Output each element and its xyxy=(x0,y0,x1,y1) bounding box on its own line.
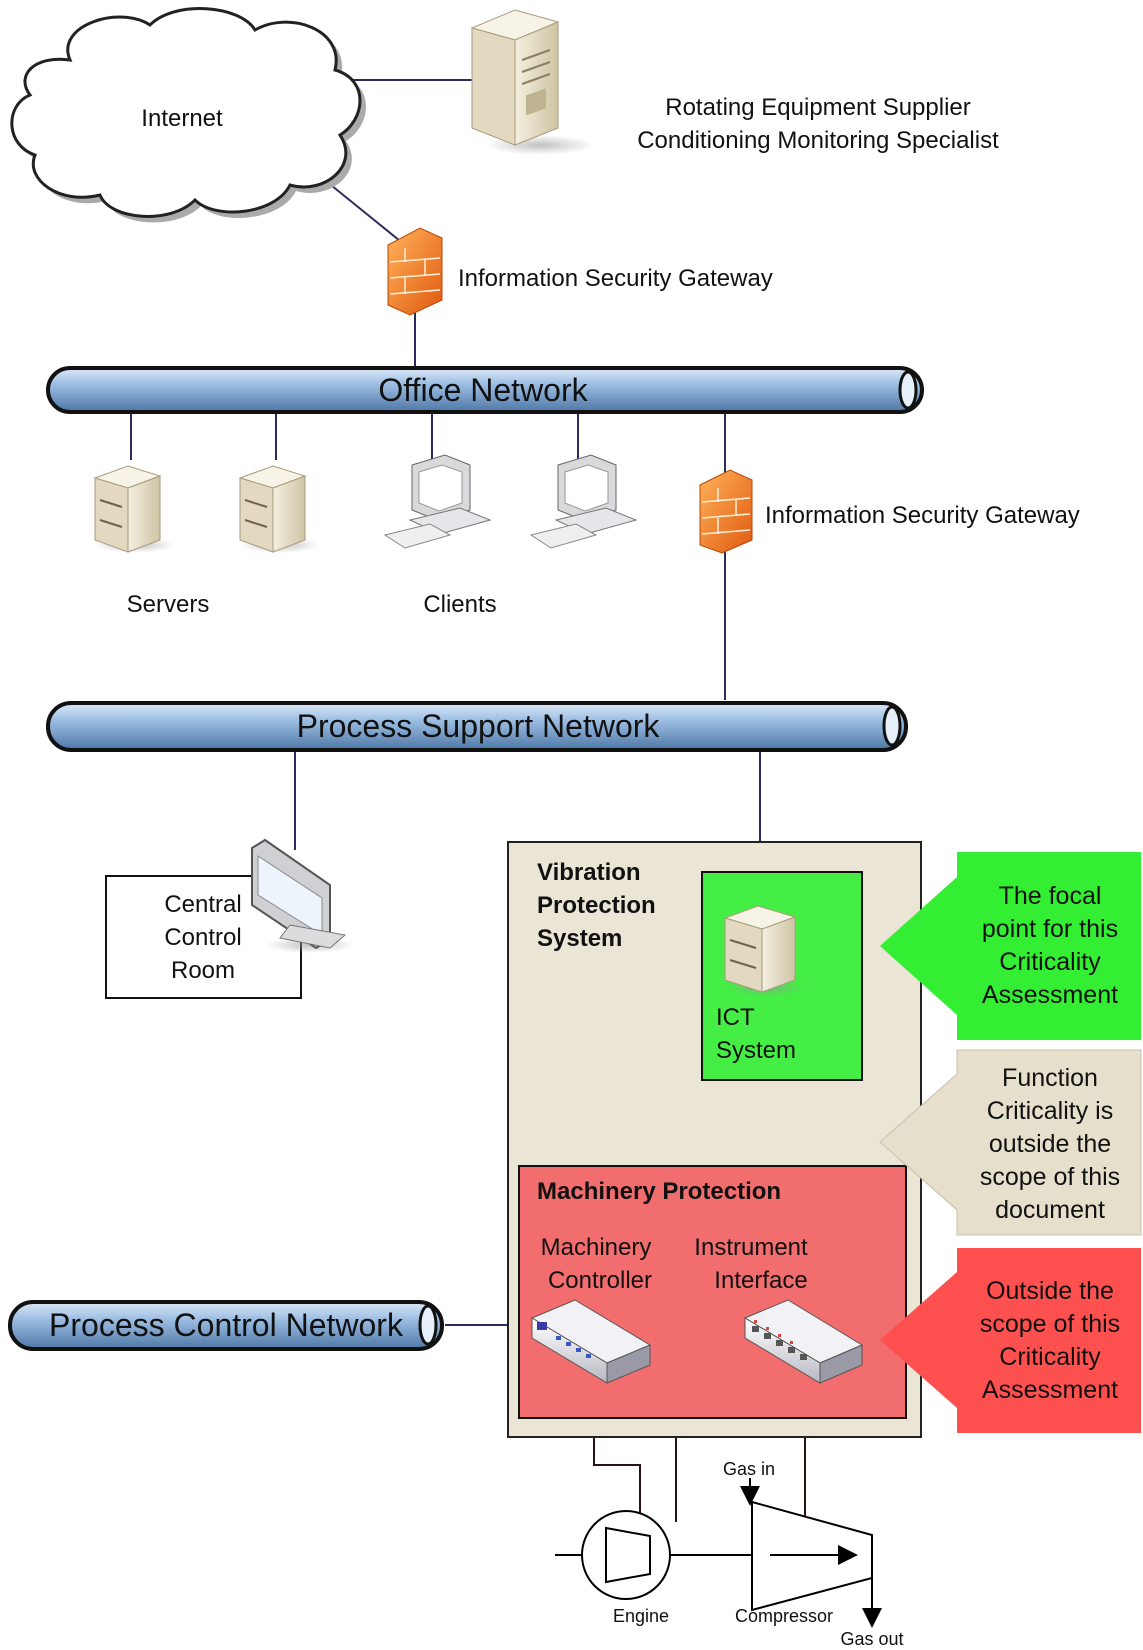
engine-label: Engine xyxy=(613,1606,669,1626)
callout-function-line3: outside the xyxy=(989,1130,1111,1158)
callout-function-line2: Criticality is xyxy=(987,1097,1113,1125)
client-computer-icon xyxy=(383,454,492,549)
callout-function-line4: scope of this xyxy=(980,1163,1120,1191)
instrument-interface-device-icon xyxy=(743,1299,864,1384)
firewall-icon xyxy=(387,227,443,316)
callout-function-line5: document xyxy=(995,1196,1105,1224)
engine-symbol xyxy=(555,1510,752,1600)
callout-function: Function Criticality is outside the scop… xyxy=(879,1049,1142,1236)
ict-label-line2: System xyxy=(716,1037,796,1064)
vps-title-line1: Vibration xyxy=(537,859,641,886)
callout-focal-line3: Criticality xyxy=(999,948,1101,976)
vps-title-line2: Protection xyxy=(537,892,656,919)
supplier-server-icon xyxy=(470,9,595,155)
callout-outside: Outside the scope of this Criticality As… xyxy=(880,1248,1141,1433)
office-network-label: Office Network xyxy=(378,372,588,408)
gas-in-label: Gas in xyxy=(723,1459,775,1479)
vps-title-line3: System xyxy=(537,925,622,952)
server-icon xyxy=(93,465,175,553)
callout-focal-line4: Assessment xyxy=(982,981,1118,1009)
process-control-network-label: Process Control Network xyxy=(49,1307,404,1343)
server-icon xyxy=(238,465,320,553)
callout-focal-line1: The focal xyxy=(999,882,1102,910)
interface-label-line1: Instrument xyxy=(694,1234,808,1261)
internet-label: Internet xyxy=(141,105,223,132)
gateway-mid-label: Information Security Gateway xyxy=(765,502,1080,529)
controller-label-line1: Machinery xyxy=(541,1234,652,1261)
client-computer-icon xyxy=(529,454,638,549)
machinery-protection-box: Machinery Protection Machinery Controlle… xyxy=(518,1165,907,1419)
monitor-icon xyxy=(251,838,355,953)
process-support-network-pipe: Process Support Network xyxy=(46,701,908,752)
callout-outside-line3: Criticality xyxy=(999,1343,1101,1371)
gateway-top-label: Information Security Gateway xyxy=(458,265,773,292)
callout-focal: The focal point for this Criticality Ass… xyxy=(880,852,1141,1040)
supplier-label-line2: Conditioning Monitoring Specialist xyxy=(637,127,999,154)
machinery-protection-title: Machinery Protection xyxy=(537,1178,781,1205)
control-room-line3: Room xyxy=(171,957,235,984)
internet-cloud: Internet xyxy=(10,7,366,223)
process-support-network-label: Process Support Network xyxy=(297,708,661,744)
compressor-label: Compressor xyxy=(735,1606,833,1626)
compressor-symbol xyxy=(740,1478,882,1628)
callout-focal-line2: point for this xyxy=(982,915,1118,943)
process-control-network-pipe: Process Control Network xyxy=(8,1300,444,1351)
callout-function-line1: Function xyxy=(1002,1064,1098,1092)
callout-outside-line1: Outside the xyxy=(986,1277,1114,1305)
machinery-controller-device-icon xyxy=(530,1299,652,1384)
interface-label-line2: Interface xyxy=(714,1267,807,1294)
control-room-line1: Central xyxy=(164,891,241,918)
supplier-label-line1: Rotating Equipment Supplier xyxy=(665,94,971,121)
firewall-icon xyxy=(699,469,753,554)
clients-label: Clients xyxy=(423,591,496,618)
control-room-line2: Control xyxy=(164,924,241,951)
office-network-pipe: Office Network xyxy=(46,366,924,414)
gas-out-label: Gas out xyxy=(840,1629,903,1649)
callout-outside-line2: scope of this xyxy=(980,1310,1120,1338)
servers-label: Servers xyxy=(127,591,210,618)
ict-label-line1: ICT xyxy=(716,1004,755,1031)
ict-server-icon xyxy=(723,905,805,996)
controller-label-line2: Controller xyxy=(548,1267,652,1294)
callout-outside-line4: Assessment xyxy=(982,1376,1118,1404)
